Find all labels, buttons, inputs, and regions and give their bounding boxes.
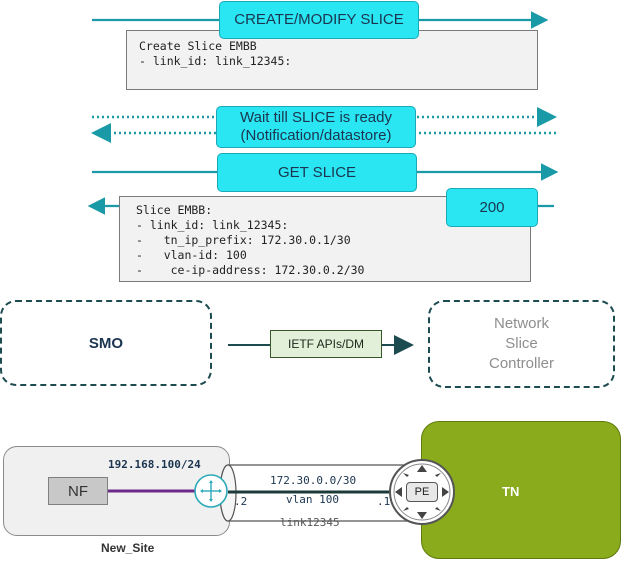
site-router-icon <box>194 474 228 508</box>
left-interface-suffix: .2 <box>234 495 248 508</box>
response-code-line: - ce-ip-address: 172.30.0.2/30 <box>136 263 365 277</box>
ietf-api-label: IETF APIs/DM <box>287 337 364 351</box>
create-slice-code: Create Slice EMBB - link_id: link_12345: <box>126 30 538 90</box>
topology-link-layer <box>108 459 455 525</box>
right-interface-suffix: .1 <box>377 495 391 508</box>
ietf-api-box: IETF APIs/DM <box>270 330 382 358</box>
smo-box: SMO <box>0 300 212 386</box>
link-prefix-label: 172.30.0.0/30 <box>270 474 357 487</box>
wait-label-line1: Wait till SLICE is ready <box>240 109 392 126</box>
vlan-label: vlan 100 <box>286 493 339 506</box>
response-code-line: - vlan-id: 100 <box>136 248 247 262</box>
nsc-label-line1: Network <box>493 315 549 332</box>
nsc-label-line3: Controller <box>488 355 555 372</box>
wait-slice-ready-label: Wait till SLICE is ready (Notification/d… <box>216 106 416 148</box>
create-code-line: Create Slice EMBB <box>139 39 257 53</box>
nf-label: NF <box>68 482 88 500</box>
status-200-label: 200 <box>446 188 538 227</box>
nsc-label-line2: Slice <box>505 335 538 352</box>
site-ip-label: 192.168.100/24 <box>108 458 201 471</box>
get-slice-label: GET SLICE <box>217 153 417 192</box>
tn-label: TN <box>502 484 520 499</box>
site-label: New_Site <box>101 541 155 555</box>
wait-label-line2: (Notification/datastore) <box>240 127 392 144</box>
nf-box: NF <box>48 477 108 505</box>
pe-label: PE <box>414 486 430 498</box>
create-modify-slice-label: CREATE/MODIFY SLICE <box>219 1 419 39</box>
response-code-line: Slice EMBB: <box>136 203 213 217</box>
create-code-line: - link_id: link_12345: <box>139 54 292 68</box>
smo-label: SMO <box>88 334 124 352</box>
network-slice-controller-box: Network Slice Controller <box>428 300 615 388</box>
link-name-label: link12345 <box>280 516 340 529</box>
pe-box: PE <box>406 482 438 502</box>
response-code-line: - link_id: link_12345: <box>136 218 289 232</box>
response-code-line: - tn_ip_prefix: 172.30.0.1/30 <box>136 233 351 247</box>
